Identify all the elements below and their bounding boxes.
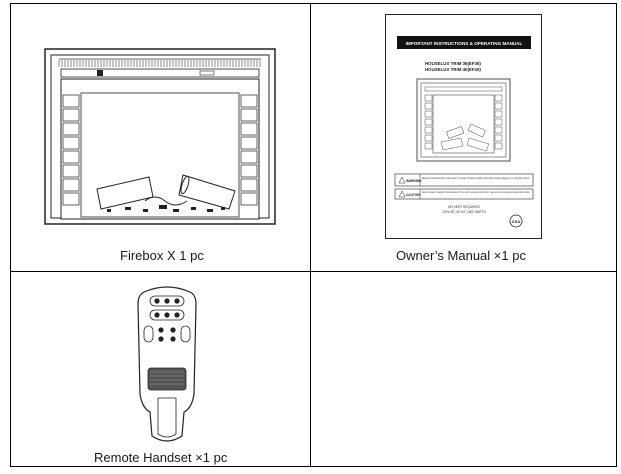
- manual-banner: IMPORTANT INSTRUCTIONS & OPERATING MANUA…: [406, 41, 523, 46]
- cell-owners-manual: IMPORTANT INSTRUCTIONS & OPERATING MANUA…: [311, 4, 618, 271]
- speaker-grille-icon: [147, 367, 187, 391]
- firebox-illustration: [44, 48, 276, 225]
- cell-empty: [311, 272, 618, 468]
- manual-caution-text: Keep this owner's manual for future refe…: [422, 190, 530, 194]
- manual-cover-illustration: IMPORTANT INSTRUCTIONS & OPERATING MANUA…: [385, 14, 542, 239]
- manual-cert-mark: CSA: [512, 219, 521, 224]
- remote-handset-illustration: [137, 286, 197, 442]
- manual-warning-label: WARNING: [406, 179, 422, 183]
- manual-footer-1: NO VENT REQUIRED: [448, 205, 481, 209]
- manual-warning-text: Read and understand this entire owner's …: [422, 176, 530, 180]
- caption-remote-handset: Remote Handset ×1 pc: [94, 450, 228, 465]
- caption-firebox: Firebox X 1 pc: [120, 248, 204, 263]
- cell-remote-handset: Remote Handset ×1 pc: [11, 272, 310, 468]
- certification-mark-icon: [509, 214, 523, 228]
- cell-firebox: Firebox X 1 pc: [11, 4, 310, 271]
- manual-model-line-1: HOUSELUX TRIM 36(EF36): [425, 61, 481, 66]
- manual-footer-2: 120V AC, 60 HZ, 1500 WATTS: [442, 210, 486, 214]
- column-divider: [310, 4, 311, 466]
- row-divider: [11, 271, 616, 272]
- manual-model-line-2: HOUSELUX TRIM 40(EF40): [425, 67, 481, 72]
- caption-owners-manual: Owner’s Manual ×1 pc: [396, 248, 526, 263]
- manual-caution-label: CAUTION: [406, 193, 421, 197]
- contents-table: Firebox X 1 pc IMPORTANT INSTRUCTIONS & …: [10, 3, 617, 467]
